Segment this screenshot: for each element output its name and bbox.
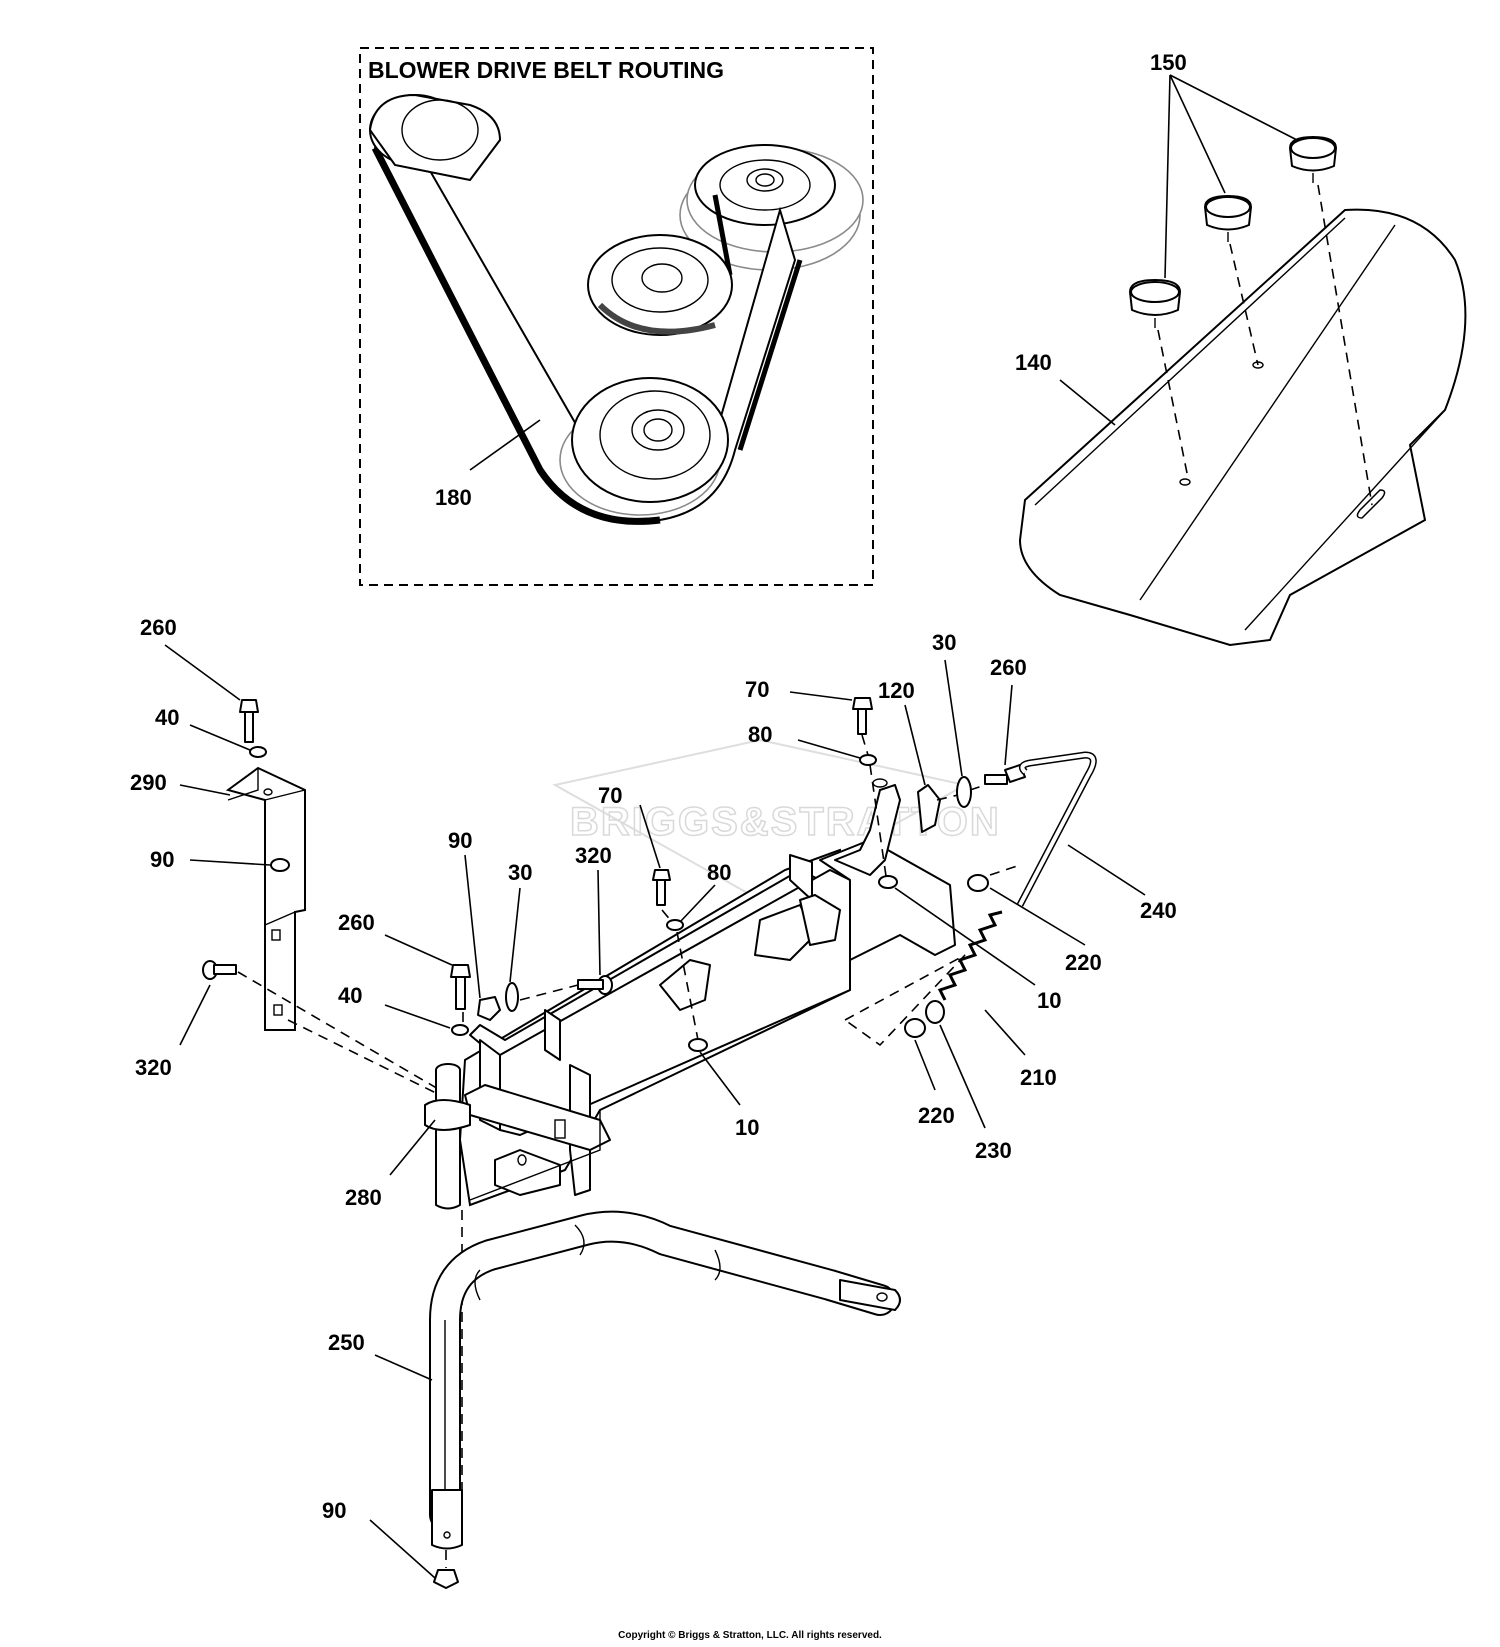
callout-80-right: 80 (748, 722, 772, 747)
callout-30-right: 30 (932, 630, 956, 655)
washer-30-mid (505, 982, 519, 1012)
washer-80-mid (666, 919, 684, 931)
nut-10-right (878, 875, 898, 889)
tube-post (424, 1063, 471, 1210)
nut-10-mid (688, 1038, 708, 1052)
callout-70-mid: 70 (598, 783, 622, 808)
pin-240 (1016, 751, 1097, 907)
left-bracket-assembly: 260 40 290 90 320 (130, 615, 441, 1096)
knob-1 (1129, 279, 1181, 328)
knob-2 (1204, 195, 1252, 242)
knob-3 (1289, 136, 1337, 183)
nut-90-mid (477, 996, 501, 1021)
callout-280: 280 (345, 1185, 382, 1210)
callout-80-mid: 80 (707, 860, 731, 885)
callout-90-bottom: 90 (322, 1498, 346, 1523)
leader-180 (469, 419, 541, 471)
callout-260-mid: 260 (338, 910, 375, 935)
bolt-320-left (202, 960, 237, 980)
inset-title: BLOWER DRIVE BELT ROUTING (368, 57, 724, 83)
callout-260-right: 260 (990, 655, 1027, 680)
handle-250 (429, 1210, 901, 1589)
callout-210: 210 (1020, 1065, 1057, 1090)
spacer-220-lower (904, 1018, 926, 1038)
callout-180: 180 (435, 485, 472, 510)
clip-120 (917, 784, 941, 833)
callout-90-mid: 90 (448, 828, 472, 853)
callout-220-lower: 220 (918, 1103, 955, 1128)
callout-90-left: 90 (150, 847, 174, 872)
cover-shield (1018, 208, 1467, 647)
washer-40-left (249, 746, 267, 758)
callout-40-mid: 40 (338, 983, 362, 1008)
cover-shield-assembly: 150 140 (1015, 50, 1467, 647)
callout-230: 230 (975, 1138, 1012, 1163)
washer-80-right (859, 754, 877, 766)
spacer-220-upper (967, 874, 989, 892)
washer-30-right (956, 776, 972, 808)
callout-290: 290 (130, 770, 167, 795)
bolt-320-mid (577, 975, 613, 995)
callout-40-left: 40 (155, 705, 179, 730)
callout-140: 140 (1015, 350, 1052, 375)
bolt-70-right (852, 697, 873, 735)
washer-230 (925, 1000, 945, 1024)
callout-10-mid: 10 (735, 1115, 759, 1140)
idler-pulley-middle (587, 234, 733, 336)
callout-240: 240 (1140, 898, 1177, 923)
callout-150: 150 (1150, 50, 1187, 75)
main-frame-280 (424, 697, 1097, 1530)
callout-260-left: 260 (140, 615, 177, 640)
callout-120: 120 (878, 678, 915, 703)
washer-40-mid (451, 1024, 469, 1036)
callout-220-upper: 220 (1065, 950, 1102, 975)
spring-210 (937, 910, 1003, 1001)
pulley-bottom (559, 377, 729, 516)
callout-320-left: 320 (135, 1055, 172, 1080)
fastener-cluster-mid (450, 869, 708, 1052)
bolt-260-left (239, 699, 259, 743)
nut-90-left (270, 858, 290, 872)
bracket-290 (225, 766, 306, 1031)
callout-70-right: 70 (745, 677, 769, 702)
copyright-notice: Copyright © Briggs & Stratton, LLC. All … (618, 1630, 882, 1641)
callout-30-mid: 30 (508, 860, 532, 885)
fastener-cluster-right (852, 697, 1097, 1038)
callouts-main: 260 40 90 30 320 70 80 10 70 80 120 30 2… (322, 630, 1177, 1579)
belt-routing-inset: BLOWER DRIVE BELT ROUTING (359, 47, 874, 586)
callout-320-mid: 320 (575, 843, 612, 868)
nut-90-bottom (433, 1569, 459, 1589)
bolt-70-mid (652, 869, 671, 881)
bolt-260-mid (450, 964, 471, 1010)
inset-frame (359, 47, 874, 586)
callout-250: 250 (328, 1330, 365, 1355)
pulley-top-left (368, 93, 502, 182)
callout-10-right: 10 (1037, 988, 1061, 1013)
